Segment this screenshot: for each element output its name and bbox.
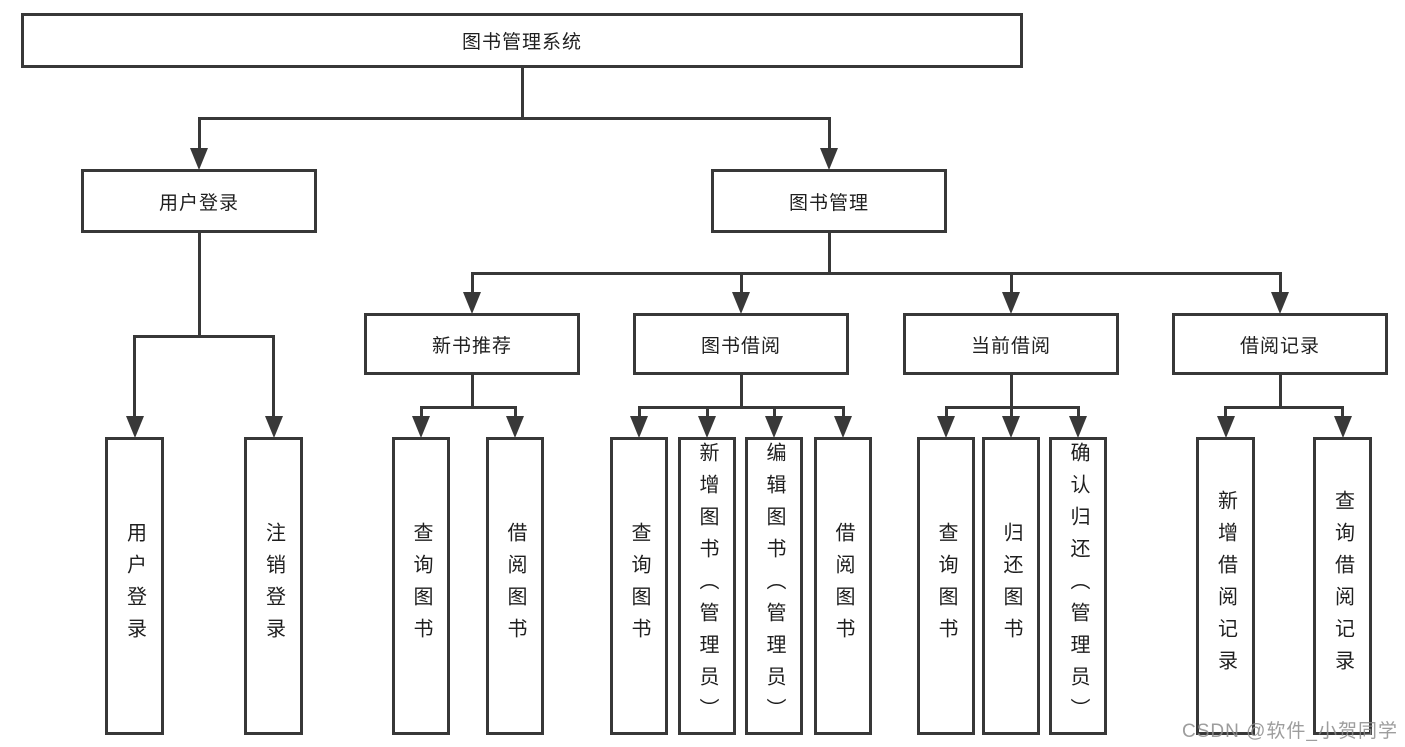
node-rec-borrow: 借阅图书 <box>486 437 544 735</box>
connector-line <box>520 68 524 120</box>
connector-line <box>944 409 948 419</box>
connector-line <box>470 375 474 409</box>
node-borrow-records: 借阅记录 <box>1172 313 1388 375</box>
connector-line <box>705 409 709 419</box>
arrow-down-icon <box>264 416 283 438</box>
connector-line <box>197 233 201 338</box>
arrow-down-icon <box>732 292 750 314</box>
node-bb-borrow: 借阅图书 <box>814 437 872 735</box>
csdn-watermark: CSDN @软件_小贺同学 <box>1182 721 1398 742</box>
connector-line <box>513 409 517 419</box>
node-cb-query: 查询图书 <box>917 437 975 735</box>
connector-line <box>637 406 845 409</box>
arrow-down-icon <box>1216 416 1235 438</box>
connector-line <box>1278 275 1282 295</box>
connector-line <box>272 338 275 419</box>
arrow-down-icon <box>1271 292 1289 314</box>
node-root: 图书管理系统 <box>21 13 1023 68</box>
connector-line <box>1278 375 1282 409</box>
arrow-down-icon <box>765 416 783 438</box>
connector-line <box>1009 409 1013 419</box>
node-user-login: 用户登录 <box>81 169 317 233</box>
connector-line <box>1009 375 1013 409</box>
node-current-borrow: 当前借阅 <box>903 313 1119 375</box>
node-new-book-rec: 新书推荐 <box>364 313 580 375</box>
connector-line <box>1341 409 1344 419</box>
arrow-down-icon <box>412 416 430 438</box>
arrow-down-icon <box>463 292 481 314</box>
node-bb-add: 新增图书（管理员） <box>678 437 736 735</box>
node-login: 用户登录 <box>105 437 164 735</box>
connector-line <box>419 406 517 409</box>
arrow-down-icon <box>698 416 716 438</box>
node-br-add: 新增借阅记录 <box>1196 437 1255 735</box>
node-bb-edit: 编辑图书（管理员） <box>745 437 803 735</box>
arrow-down-icon <box>125 416 144 438</box>
arrow-down-icon <box>834 416 852 438</box>
arrow-down-icon <box>190 148 208 170</box>
arrow-down-icon <box>1069 416 1087 438</box>
connector-line <box>470 275 474 295</box>
node-logout: 注销登录 <box>244 437 303 735</box>
connector-line <box>133 335 275 338</box>
connector-line <box>739 275 743 295</box>
connector-line <box>1076 409 1080 419</box>
node-book-mgmt: 图书管理 <box>711 169 947 233</box>
arrow-down-icon <box>937 416 955 438</box>
arrow-down-icon <box>630 416 648 438</box>
arrow-down-icon <box>1333 416 1352 438</box>
arrow-down-icon <box>506 416 524 438</box>
connector-line <box>197 120 201 151</box>
connector-line <box>197 117 831 120</box>
connector-line <box>772 409 776 419</box>
connector-line <box>739 375 743 409</box>
connector-line <box>1009 275 1013 295</box>
node-cb-confirm: 确认归还（管理员） <box>1049 437 1107 735</box>
arrow-down-icon <box>1002 416 1020 438</box>
connector-line <box>944 406 1080 409</box>
connector-line <box>470 272 1282 275</box>
connector-line <box>841 409 845 419</box>
connector-line <box>827 120 831 151</box>
node-cb-return: 归还图书 <box>982 437 1040 735</box>
connector-line <box>637 409 641 419</box>
connector-line <box>419 409 423 419</box>
node-bb-query: 查询图书 <box>610 437 668 735</box>
arrow-down-icon <box>820 148 838 170</box>
connector-line <box>827 233 831 275</box>
arrow-down-icon <box>1002 292 1020 314</box>
node-br-query: 查询借阅记录 <box>1313 437 1372 735</box>
connector-line <box>133 338 136 419</box>
node-rec-query: 查询图书 <box>392 437 450 735</box>
connector-line <box>1224 409 1227 419</box>
connector-line <box>1224 406 1344 409</box>
node-book-borrow: 图书借阅 <box>633 313 849 375</box>
